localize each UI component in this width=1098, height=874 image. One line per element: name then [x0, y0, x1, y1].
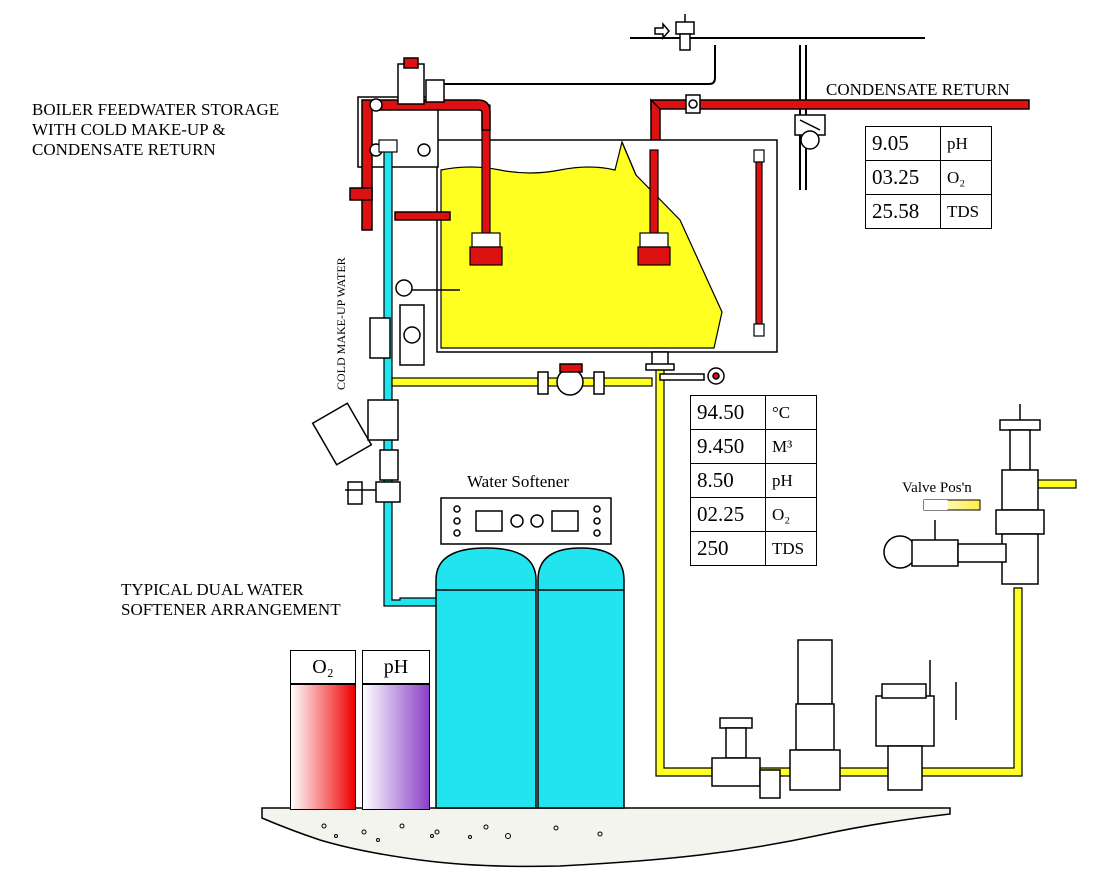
cold-makeup-label: COLD MAKE-UP WATER	[334, 257, 348, 390]
temp-sensor-icon	[707, 367, 725, 385]
o2-indicator-bar	[290, 684, 356, 810]
readout-row: 94.50°C	[690, 395, 817, 430]
softener-vessels	[435, 547, 625, 809]
top-trap-icon	[654, 14, 695, 51]
condensate-valve-icon	[685, 94, 701, 114]
booster-pump-icon	[789, 639, 841, 791]
valve-position-bar	[923, 499, 981, 511]
storage-title: BOILER FEEDWATER STORAGE WITH COLD MAKE-…	[32, 100, 280, 159]
tank-outlet	[645, 351, 705, 381]
softener-controller	[440, 497, 612, 545]
globe-valve-icon	[995, 404, 1045, 585]
isolation-valve-icon	[711, 717, 781, 799]
valve-position-label: Valve Pos'n	[902, 480, 972, 496]
ground-specks	[321, 823, 603, 842]
water-softener-label: Water Softener	[467, 472, 569, 491]
o2-indicator-label: O₂	[290, 650, 356, 684]
softener-arrangement-label: TYPICAL DUAL WATER SOFTENER ARRANGEMENT	[121, 580, 341, 619]
sparger-2	[637, 149, 671, 266]
strainer-icon	[794, 114, 826, 150]
cold-makeup-pipe	[378, 139, 441, 607]
makeup-valves	[311, 304, 425, 505]
transfer-pump-icon	[537, 363, 605, 396]
inlet-manifold	[349, 57, 491, 231]
condensate-return-label: CONDENSATE RETURN	[826, 80, 1010, 99]
ph-indicator-label: pH	[362, 650, 430, 684]
actuator-icon	[883, 520, 1007, 569]
level-gauge	[753, 149, 765, 337]
ph-indicator-bar	[362, 684, 430, 810]
ground	[261, 807, 951, 868]
float-switch-icon	[395, 279, 460, 297]
control-valve-icon	[875, 660, 957, 791]
